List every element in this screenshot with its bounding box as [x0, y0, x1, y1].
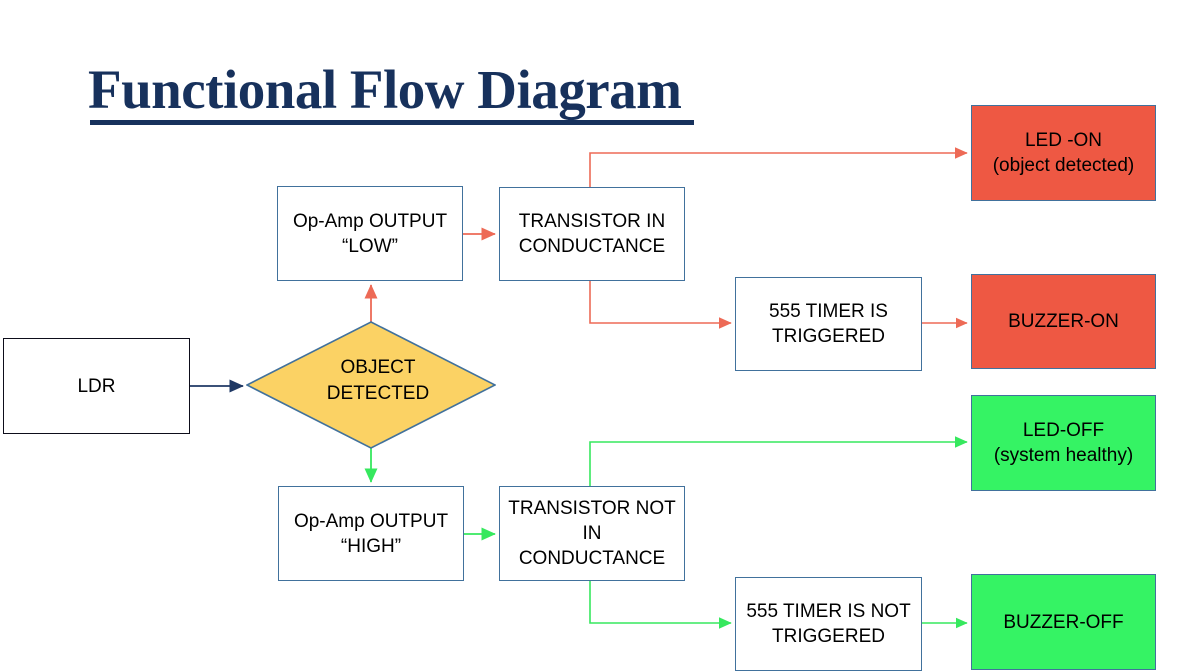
- node-555-timer-triggered[interactable]: 555 TIMER IS TRIGGERED: [735, 277, 922, 371]
- node-opamp-output-low[interactable]: Op-Amp OUTPUT “LOW”: [277, 186, 463, 281]
- node-opamp-output-high[interactable]: Op-Amp OUTPUT “HIGH”: [278, 486, 464, 581]
- node-opamp-output-high-label: Op-Amp OUTPUT “HIGH”: [293, 510, 449, 557]
- edge-transistor-off-to-timer-not-triggered: [589, 581, 732, 629]
- node-transistor-not-in-conductance-label: TRANSISTOR NOT IN CONDUCTANCE: [508, 498, 676, 569]
- node-led-on-label: LED -ON (object detected): [992, 130, 1135, 176]
- diamond-shape: [245, 321, 497, 449]
- page-title: Functional Flow Diagram: [88, 59, 682, 120]
- node-object-detected-label: OBJECT DETECTED: [326, 357, 430, 404]
- node-transistor-in-conductance[interactable]: TRANSISTOR IN CONDUCTANCE: [499, 187, 685, 281]
- edge-transistor-off-to-led-off: [589, 436, 968, 486]
- node-object-detected[interactable]: [245, 321, 497, 449]
- node-led-on[interactable]: LED -ON (object detected): [971, 105, 1156, 201]
- node-555-timer-triggered-label: 555 TIMER IS TRIGGERED: [769, 301, 888, 347]
- edge-transistor-on-to-timer-triggered: [589, 281, 732, 329]
- node-buzzer-off-label: BUZZER-OFF: [1003, 611, 1124, 633]
- node-opamp-output-low-label: Op-Amp OUTPUT “LOW”: [292, 210, 448, 257]
- node-ldr-label: LDR: [77, 375, 116, 397]
- node-transistor-not-in-conductance[interactable]: TRANSISTOR NOT IN CONDUCTANCE: [499, 486, 685, 581]
- node-555-timer-not-triggered-label: 555 TIMER IS NOT TRIGGERED: [746, 601, 911, 647]
- node-buzzer-off[interactable]: BUZZER-OFF: [971, 574, 1156, 670]
- node-555-timer-not-triggered[interactable]: 555 TIMER IS NOT TRIGGERED: [735, 577, 922, 671]
- edge-transistor-on-to-led-on: [589, 147, 968, 187]
- node-ldr[interactable]: LDR: [3, 338, 190, 434]
- node-buzzer-on-label: BUZZER-ON: [1008, 311, 1119, 332]
- node-transistor-in-conductance-label: TRANSISTOR IN CONDUCTANCE: [518, 211, 666, 257]
- page-title-underline: [90, 120, 694, 125]
- node-led-off-label: LED-OFF (system healthy): [993, 420, 1134, 466]
- node-led-off[interactable]: LED-OFF (system healthy): [971, 395, 1156, 491]
- node-buzzer-on[interactable]: BUZZER-ON: [971, 274, 1156, 369]
